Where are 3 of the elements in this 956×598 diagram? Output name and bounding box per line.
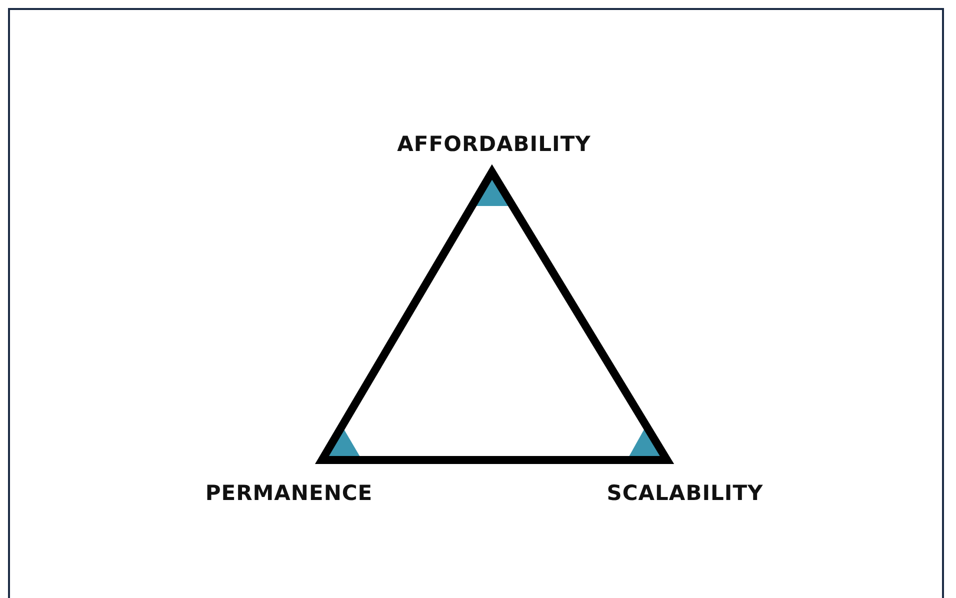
corner-label: SCALABILITY (606, 481, 764, 505)
corner-label: PERMANENCE (205, 481, 373, 505)
corner-label: AFFORDABILITY (397, 132, 591, 156)
